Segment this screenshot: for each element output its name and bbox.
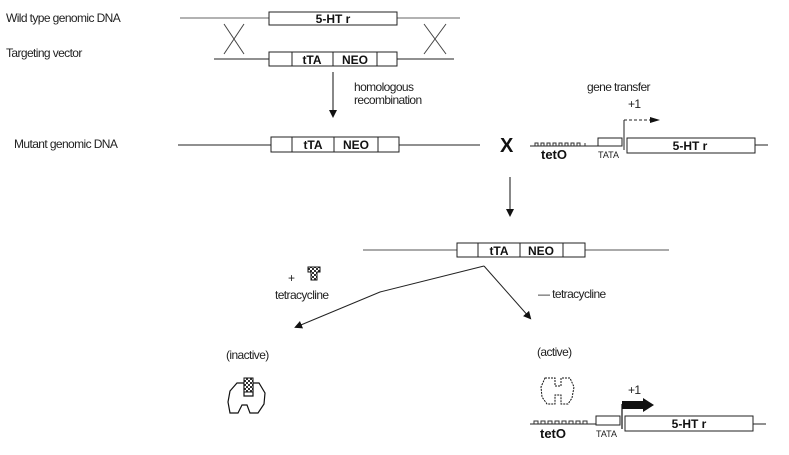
targeting-neo-label: NEO xyxy=(342,53,368,67)
cross-symbol: X xyxy=(500,135,514,157)
recombination-label: recombination xyxy=(354,93,422,107)
wild-type-label: Wild type genomic DNA xyxy=(6,11,121,25)
gene-transfer-label: gene transfer xyxy=(587,80,651,94)
mutant-row: Mutant genomic DNA tTA NEO xyxy=(14,136,480,153)
plus-one-bottom-label: +1 xyxy=(628,383,641,397)
offspring-neo-label: NEO xyxy=(528,244,554,258)
plus-sign: + xyxy=(288,271,295,285)
transgene-top: gene transfer +1 tetO TATA 5-HT r xyxy=(530,80,768,162)
minus-tetracycline-label: — tetracycline xyxy=(538,287,607,301)
transgene-5htr-label-bottom: 5-HT r xyxy=(672,417,707,431)
tata-label-top: TATA xyxy=(598,150,619,160)
mutant-cassette-box xyxy=(270,136,400,153)
teto-label-bottom: tetO xyxy=(540,426,566,441)
active-ttA-protein-icon xyxy=(540,377,575,405)
plus-one-top-label: +1 xyxy=(628,97,641,111)
teto-repeats-top xyxy=(534,142,586,146)
transgene-bottom: +1 tetO TATA 5-HT r xyxy=(530,383,766,441)
teto-repeats-bottom xyxy=(533,420,588,424)
inactive-ttA-protein-icon xyxy=(227,377,266,414)
teto-label-top: tetO xyxy=(541,147,567,162)
mutant-label: Mutant genomic DNA xyxy=(14,137,118,151)
mutant-neo-label: NEO xyxy=(343,138,369,152)
offspring-tta-label: tTA xyxy=(489,244,508,258)
targeting-vector-row: Targeting vector tTA NEO xyxy=(6,46,454,67)
crossover-right-icon xyxy=(423,23,447,55)
targeting-tta-label: tTA xyxy=(302,53,321,67)
transgene-5htr-label-top: 5-HT r xyxy=(673,139,708,153)
plus-tetracycline-arrow xyxy=(294,265,485,329)
minus-tetracycline-arrow xyxy=(483,265,532,320)
wild-type-5htr-box xyxy=(268,11,398,26)
inactive-label: (inactive) xyxy=(226,348,269,362)
active-label: (active) xyxy=(537,345,572,359)
promoter-arrow-solid xyxy=(622,398,654,412)
wild-type-5htr-label: 5-HT r xyxy=(316,12,351,26)
targeting-vector-label: Targeting vector xyxy=(6,46,82,60)
offspring-cassette-box xyxy=(456,242,586,258)
mutant-tta-label: tTA xyxy=(303,138,322,152)
plus-tetracycline-label: tetracycline xyxy=(275,288,329,302)
tata-box-top xyxy=(597,137,623,147)
tetracycline-molecule-icon xyxy=(307,266,321,281)
tata-box-bottom xyxy=(595,415,621,426)
tata-label-bottom: TATA xyxy=(596,429,617,439)
offspring-row: tTA NEO xyxy=(363,242,669,258)
homologous-label: homologous xyxy=(354,80,414,94)
crossover-left-icon xyxy=(223,23,245,55)
wild-type-row: Wild type genomic DNA 5-HT r xyxy=(6,11,460,26)
